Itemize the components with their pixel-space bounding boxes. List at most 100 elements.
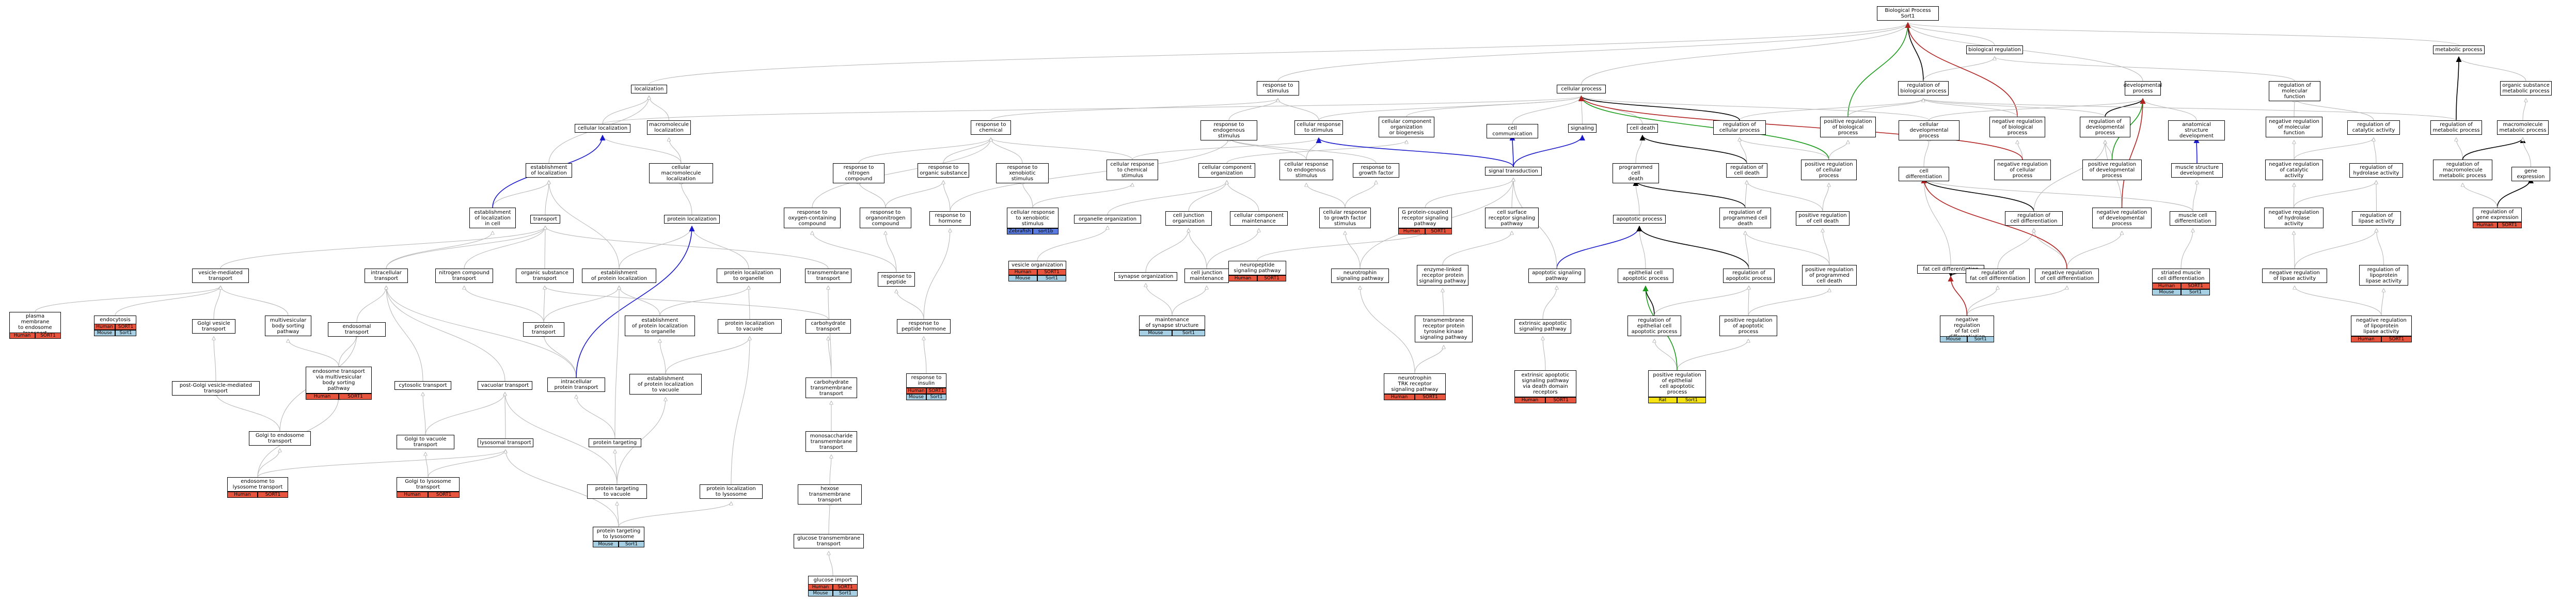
go-term-nitrogen-compound-transport[interactable]: nitrogen compound transport (435, 269, 493, 283)
go-term-response-to-peptide-hormone[interactable]: response to peptide hormone (897, 319, 951, 334)
go-term-apoptotic-process[interactable]: apoptotic process (1613, 215, 1666, 224)
go-term-establishment-of-protein-localization-to-vacuole[interactable]: establishment of protein localization to… (629, 374, 702, 395)
go-term-regulation-of-cell-differentiation[interactable]: regulation of cell differentiation (2005, 211, 2063, 226)
go-term-intracellular-protein-transport[interactable]: intracellular protein transport (547, 377, 605, 392)
go-term-positive-regulation-of-programmed-cell-death[interactable]: positive regulation of programmed cell d… (1802, 265, 1857, 286)
go-term-establishment-of-localization[interactable]: establishment of localization (526, 163, 572, 178)
go-term-organic-substance-metabolic-process[interactable]: organic substance metabolic process (2500, 81, 2552, 96)
go-term-cellular-localization[interactable]: cellular localization (575, 124, 630, 133)
go-term-cellular-response-to-endogenous-stimulus[interactable]: cellular response to endogenous stimulus (1279, 160, 1333, 180)
go-term-regulation-of-gene-expression[interactable]: regulation of gene expression (2473, 208, 2522, 222)
go-term-vesicle-organization[interactable]: vesicle organization (1008, 261, 1066, 270)
go-term-biological-regulation[interactable]: biological regulation (1966, 45, 2023, 54)
go-term-enzyme-linked-receptor-protein-signaling-pathway[interactable]: enzyme-linked receptor protein signaling… (1417, 265, 1468, 286)
go-term-extrinsic-apoptotic-signaling-pathway[interactable]: extrinsic apoptotic signaling pathway (1514, 319, 1571, 334)
go-term-regulation-of-molecular-function[interactable]: regulation of molecular function (2269, 81, 2320, 101)
go-term-localization[interactable]: localization (631, 85, 667, 93)
go-term-cellular-response-to-stimulus[interactable]: cellular response to stimulus (1294, 120, 1343, 135)
go-term-cell-death[interactable]: cell death (1627, 124, 1658, 133)
go-term-metabolic-process[interactable]: metabolic process (2433, 45, 2485, 54)
go-term-regulation-of-cell-death[interactable]: regulation of cell death (1726, 163, 1767, 178)
go-term-signal-transduction[interactable]: signal transduction (1485, 167, 1542, 176)
go-term-developmental-process[interactable]: developmental process (2124, 81, 2162, 96)
go-term-establishment-of-protein-localization-to-organelle[interactable]: establishment of protein localization to… (625, 316, 695, 336)
go-term-regulation-of-developmental-process[interactable]: regulation of developmental process (2080, 117, 2130, 137)
go-term-positive-regulation-of-cellular-process[interactable]: positive regulation of cellular process (1801, 160, 1857, 180)
go-term-glucose-transmembrane-transport[interactable]: glucose transmembrane transport (794, 534, 864, 548)
go-term-protein-localization-to-vacuole[interactable]: protein localization to vacuole (718, 319, 782, 334)
go-term-anatomical-structure-development[interactable]: anatomical structure development (2168, 120, 2225, 140)
go-term-g-protein-coupled-receptor-signaling-pathway[interactable]: G protein-coupled receptor signaling pat… (1398, 208, 1452, 228)
go-term-programmed-cell-death[interactable]: programmed cell death (1613, 163, 1659, 183)
go-term-cellular-response-to-chemical-stimulus[interactable]: cellular response to chemical stimulus (1107, 160, 1158, 180)
go-term-signaling[interactable]: signaling (1568, 124, 1597, 133)
go-term-protein-localization-to-organelle[interactable]: protein localization to organelle (717, 269, 781, 283)
go-term-golgi-to-vacuole-transport[interactable]: Golgi to vacuole transport (397, 435, 454, 449)
go-term-carbohydrate-transmembrane-transport[interactable]: carbohydrate transmembrane transport (805, 377, 857, 398)
go-term-golgi-to-lysosome-transport[interactable]: Golgi to lysosome transport (397, 477, 460, 492)
go-term-carbohydrate-transport[interactable]: carbohydrate transport (805, 319, 851, 334)
go-term-organic-substance-transport[interactable]: organic substance transport (516, 269, 574, 283)
go-term-response-to-insulin[interactable]: response to insulin (906, 373, 946, 388)
go-term-biological-process[interactable]: Biological Process Sort1 (1877, 6, 1939, 21)
go-term-regulation-of-cellular-process[interactable]: regulation of cellular process (1713, 120, 1766, 135)
go-term-regulation-of-lipoprotein-lipase-activity[interactable]: regulation of lipoprotein lipase activit… (2359, 265, 2408, 286)
go-term-multivesicular-body-sorting-pathway[interactable]: multivesicular body sorting pathway (265, 316, 311, 336)
go-term-cell-junction-organization[interactable]: cell junction organization (1165, 211, 1212, 226)
go-term-cellular-macromolecule-localization[interactable]: cellular macromolecule localization (649, 163, 713, 183)
go-term-negative-regulation-of-biological-process[interactable]: negative regulation of biological proces… (1989, 117, 2045, 137)
go-term-protein-targeting-to-lysosome[interactable]: protein targeting to lysosome (593, 527, 644, 541)
go-term-positive-regulation-of-developmental-process[interactable]: positive regulation of developmental pro… (2082, 160, 2142, 180)
go-term-regulation-of-programmed-cell-death[interactable]: regulation of programmed cell death (1719, 208, 1771, 228)
go-term-striated-muscle-cell-differentiation[interactable]: striated muscle cell differentiation (2152, 269, 2210, 283)
go-term-negative-regulation-of-cellular-process[interactable]: negative regulation of cellular process (1994, 160, 2051, 180)
go-term-macromolecule-localization[interactable]: macromolecule localization (647, 120, 691, 135)
go-term-response-to-growth-factor[interactable]: response to growth factor (1353, 163, 1399, 178)
go-term-cell-communication[interactable]: cell communication (1487, 124, 1538, 138)
go-term-cytosolic-transport[interactable]: cytosolic transport (394, 381, 451, 390)
go-term-response-to-nitrogen-compound[interactable]: response to nitrogen compound (833, 163, 884, 183)
go-term-lysosomal-transport[interactable]: lysosomal transport (478, 438, 533, 447)
go-term-response-to-stimulus[interactable]: response to stimulus (1257, 81, 1299, 96)
go-term-negative-regulation-of-lipoprotein-lipase-activity[interactable]: negative regulation of lipoprotein lipas… (2351, 316, 2412, 336)
go-term-protein-localization[interactable]: protein localization (664, 215, 720, 224)
go-term-negative-regulation-of-molecular-function[interactable]: negative regulation of molecular functio… (2266, 117, 2322, 137)
go-term-regulation-of-catalytic-activity[interactable]: regulation of catalytic activity (2347, 120, 2400, 135)
go-term-hexose-transmembrane-transport[interactable]: hexose transmembrane transport (798, 484, 862, 505)
go-term-response-to-organic-substance[interactable]: response to organic substance (918, 163, 969, 178)
go-term-muscle-cell-differentiation[interactable]: muscle cell differentiation (2170, 211, 2216, 226)
go-term-synapse-organization[interactable]: synapse organization (1114, 272, 1177, 281)
go-term-negative-regulation-of-developmental-process[interactable]: negative regulation of developmental pro… (2092, 208, 2152, 228)
go-term-organelle-organization[interactable]: organelle organization (1074, 215, 1141, 224)
go-term-post-golgi-vesicle-mediated-transport[interactable]: post-Golgi vesicle-mediated transport (172, 381, 260, 396)
go-term-response-to-chemical[interactable]: response to chemical (971, 120, 1011, 135)
go-term-response-to-oxygen-containing-compound[interactable]: response to oxygen-containing compound (784, 208, 841, 228)
go-term-negative-regulation-of-lipase-activity[interactable]: negative regulation of lipase activity (2262, 269, 2327, 283)
go-term-regulation-of-lipase-activity[interactable]: regulation of lipase activity (2352, 211, 2401, 226)
go-term-positive-regulation-of-epithelial-cell-apoptotic-process[interactable]: positive regulation of epithelial cell a… (1648, 370, 1706, 397)
go-term-transmembrane-transport[interactable]: transmembrane transport (805, 269, 851, 283)
go-term-neuropeptide-signaling-pathway[interactable]: neuropeptide signaling pathway (1228, 261, 1286, 275)
go-term-apoptotic-signaling-pathway[interactable]: apoptotic signaling pathway (1528, 269, 1585, 283)
go-term-regulation-of-macromolecule-metabolic-process[interactable]: regulation of macromolecule metabolic pr… (2433, 160, 2492, 180)
go-term-protein-localization-to-lysosome[interactable]: protein localization to lysosome (700, 484, 763, 499)
go-term-cellular-process[interactable]: cellular process (1557, 85, 1606, 93)
go-term-glucose-import[interactable]: glucose import (808, 576, 858, 585)
go-term-response-to-hormone[interactable]: response to hormone (929, 211, 971, 226)
go-term-muscle-structure-development[interactable]: muscle structure development (2171, 163, 2223, 178)
go-term-neurotrophin-signaling-pathway[interactable]: neurotrophin signaling pathway (1331, 269, 1389, 283)
go-term-establishment-of-protein-localization[interactable]: establishment of protein localization (582, 269, 656, 283)
go-term-positive-regulation-of-cell-death[interactable]: positive regulation of cell death (1796, 211, 1850, 226)
go-term-transmembrane-receptor-protein-tyrosine-kinase-signaling-pathway[interactable]: transmembrane receptor protein tyrosine … (1415, 316, 1473, 342)
go-term-extrinsic-apoptotic-signaling-pathway-via-death-domain-receptors[interactable]: extrinsic apoptotic signaling pathway vi… (1514, 370, 1576, 397)
go-term-regulation-of-hydrolase-activity[interactable]: regulation of hydrolase activity (2349, 163, 2403, 178)
go-term-golgi-to-endosome-transport[interactable]: Golgi to endosome transport (249, 431, 311, 446)
go-term-response-to-xenobiotic-stimulus[interactable]: response to xenobiotic stimulus (996, 163, 1049, 183)
go-term-cell-surface-receptor-signaling-pathway[interactable]: cell surface receptor signaling pathway (1485, 208, 1539, 228)
go-term-response-to-peptide[interactable]: response to peptide (878, 272, 915, 287)
go-term-transport[interactable]: transport (530, 215, 560, 224)
go-term-regulation-of-fat-cell-differentiation[interactable]: regulation of fat cell differentiation (1966, 269, 2030, 283)
go-term-endosome-to-lysosome-transport[interactable]: endosome to lysosome transport (227, 477, 288, 492)
go-term-positive-regulation-of-apoptotic-process[interactable]: positive regulation of apoptotic process (1719, 316, 1777, 336)
go-term-cell-differentiation[interactable]: cell differentiation (1899, 167, 1949, 181)
